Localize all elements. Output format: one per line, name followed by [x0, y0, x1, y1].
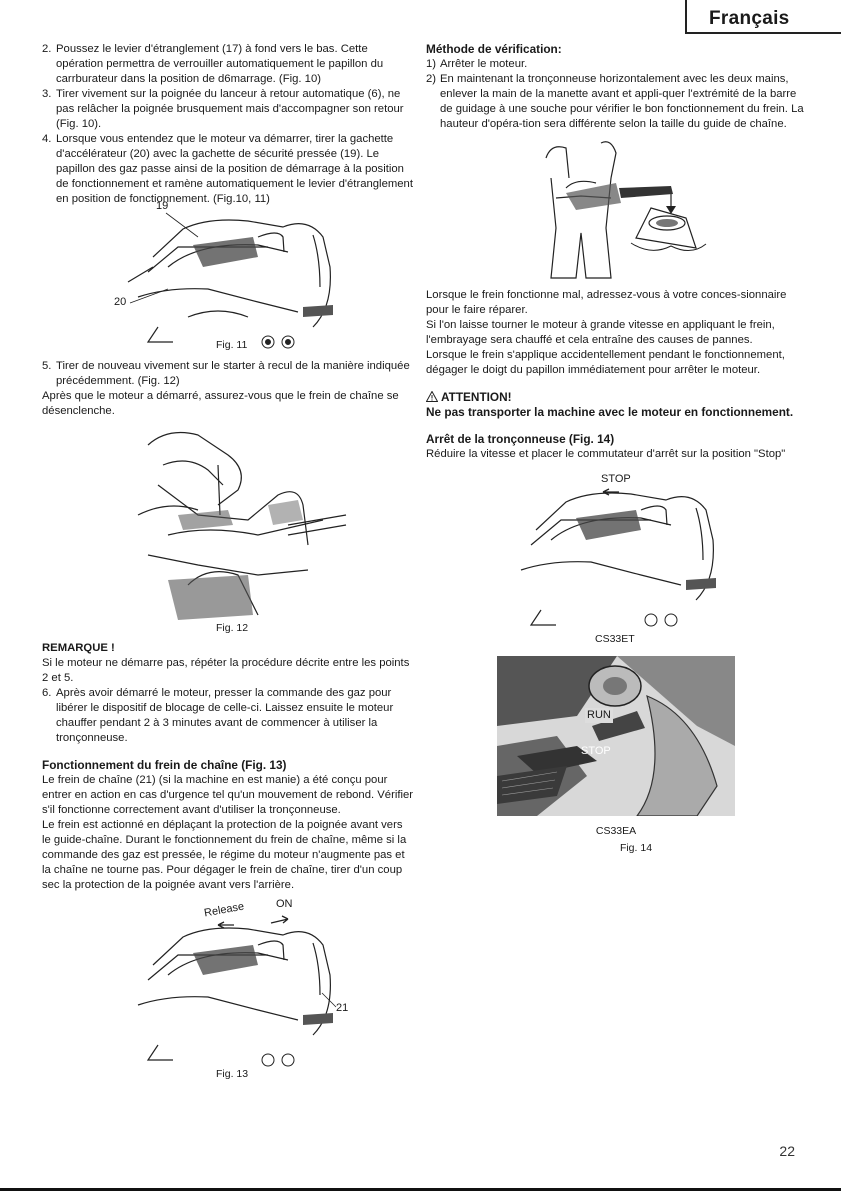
step-number: 5. — [42, 360, 52, 372]
language-tab: Français — [685, 0, 841, 34]
run-stop-photo — [497, 656, 735, 816]
page-number: 22 — [779, 1143, 795, 1159]
accident-text: Lorsque le frein s'applique accidentelle… — [426, 349, 785, 376]
left-column: 2. Poussez le levier d'étranglement (17)… — [42, 42, 414, 1081]
step-text: En maintenant la tronçonneuse horizontal… — [440, 73, 804, 130]
remark-text: Si le moteur ne démarre pas, répéter la … — [42, 657, 410, 684]
bottom-rule — [0, 1188, 841, 1191]
step-text: Après avoir démarré le moteur, presser l… — [56, 687, 394, 744]
model-label: CS33EA — [595, 825, 637, 837]
stop-label: STOP — [601, 473, 631, 485]
step-number: 4. — [42, 133, 52, 145]
speed-text: Si l'on laisse tourner le moteur à grand… — [426, 319, 775, 346]
after-start-text: Après que le moteur a démarré, assurez-v… — [42, 390, 399, 417]
run-label: RUN — [585, 708, 613, 723]
method-step-1: 1) Arrêter le moteur. — [426, 57, 806, 72]
figure-caption: Fig. 13 — [216, 1068, 249, 1080]
label-19: 19 — [156, 200, 169, 212]
figure-11: 19 20 Fig. 11 — [108, 200, 348, 353]
figure-14-cs33ea: RUN STOP — [497, 656, 735, 816]
language-label: Français — [709, 8, 790, 29]
brake-section-title: Fonctionnement du frein de chaîne (Fig. … — [42, 758, 287, 772]
on-label: ON — [276, 898, 293, 910]
step-text: Tirer de nouveau vivement sur le starter… — [56, 360, 410, 387]
step-2: 2. Poussez le levier d'étranglement (17)… — [42, 42, 414, 87]
step-number: 2. — [42, 43, 52, 55]
starter-pull-illustration — [137, 432, 347, 620]
brake-paragraph-1: Le frein de chaîne (21) (si la machine e… — [42, 774, 414, 816]
label-21: 21 — [336, 1002, 349, 1014]
step-text: Lorsque vous entendez que le moteur va d… — [56, 133, 413, 205]
figure-14-cs33et: STOP CS33ET — [491, 470, 741, 645]
figure-caption: Fig. 12 — [216, 622, 249, 634]
chain-brake-illustration — [137, 915, 337, 1067]
label-20: 20 — [114, 296, 127, 308]
figure-12: Fig. 12 — [108, 425, 348, 635]
right-column: Méthode de vérification: 1) Arrêter le m… — [426, 42, 806, 856]
step-number: 3. — [42, 88, 52, 100]
stop-text: Réduire la vitesse et placer le commutat… — [426, 448, 786, 460]
attention-title-text: ATTENTION! — [441, 390, 512, 404]
attention-text: Ne pas transporter la machine avec le mo… — [426, 405, 794, 419]
warning-icon — [426, 391, 438, 402]
step-text: Arrêter le moteur. — [440, 58, 528, 70]
stop-section-title: Arrêt de la tronçonneuse (Fig. 14) — [426, 432, 615, 446]
step-number: 6. — [42, 687, 52, 699]
remark-title: REMARQUE ! — [42, 642, 115, 654]
method-step-2: 2) En maintenant la tronçonneuse horizon… — [426, 72, 806, 132]
brake-test-figure — [521, 138, 711, 288]
repair-text: Lorsque le frein fonctionne mal, adresse… — [426, 289, 787, 316]
stop-switch-illustration — [520, 488, 716, 627]
figure-caption: Fig. 11 — [216, 339, 248, 351]
step-number: 2) — [426, 73, 437, 85]
stop-label: STOP — [581, 745, 611, 757]
figure-14-captions: CS33EA Fig. 14 — [497, 824, 735, 856]
step-3: 3. Tirer vivement sur la poignée du lanc… — [42, 87, 414, 132]
step-4: 4. Lorsque vous entendez que le moteur v… — [42, 132, 414, 207]
brake-paragraph-2: Le frein est actionné en déplaçant la pr… — [42, 819, 407, 891]
figure-caption: Fig. 14 — [619, 842, 653, 854]
figure-13: Release ON 21 Fig. 13 — [108, 895, 348, 1081]
step-text: Tirer vivement sur la poignée du lanceur… — [56, 88, 404, 130]
step-text: Poussez le levier d'étranglement (17) à … — [56, 43, 384, 85]
step-5: 5. Tirer de nouveau vivement sur le star… — [42, 359, 414, 389]
step-6: 6. Après avoir démarré le moteur, presse… — [42, 686, 414, 746]
chainsaw-handle-illustration — [127, 212, 333, 349]
model-label: CS33ET — [595, 633, 635, 645]
step-number: 1) — [426, 58, 437, 70]
method-title: Méthode de vérification: — [426, 42, 562, 56]
stump-test-illustration — [545, 141, 707, 279]
attention-title: ATTENTION! — [426, 390, 806, 405]
